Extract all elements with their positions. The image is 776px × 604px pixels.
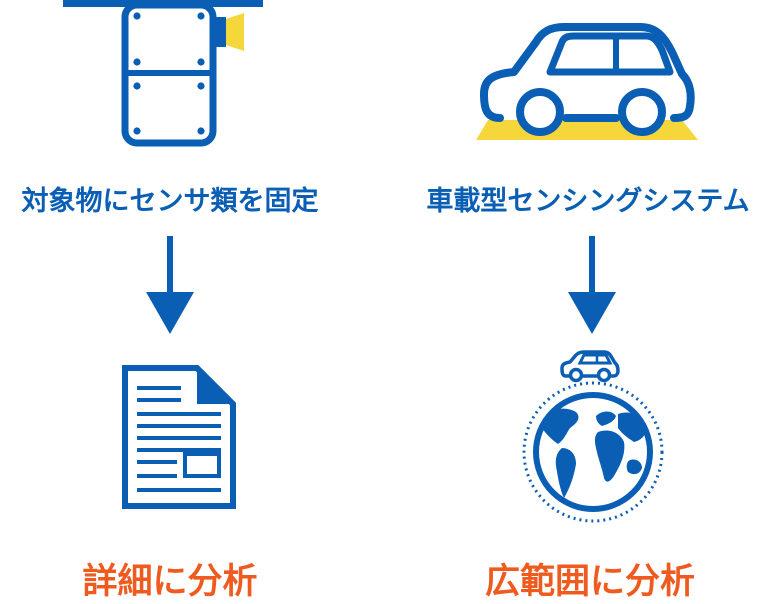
document-icon xyxy=(122,365,236,509)
arrow-down-icon xyxy=(146,236,194,334)
left-result-label: 詳細に分析 xyxy=(82,562,258,602)
left-step-label: 対象物にセンサ類を固定 xyxy=(21,186,319,217)
car-icon xyxy=(476,23,698,140)
globe-with-car-icon xyxy=(522,350,664,523)
right-step-label: 車載型センシングシステム xyxy=(426,186,750,217)
right-result-label: 広範囲に分析 xyxy=(484,562,695,602)
arrow-down-icon xyxy=(568,236,616,334)
sensor-mount-icon xyxy=(63,0,263,147)
